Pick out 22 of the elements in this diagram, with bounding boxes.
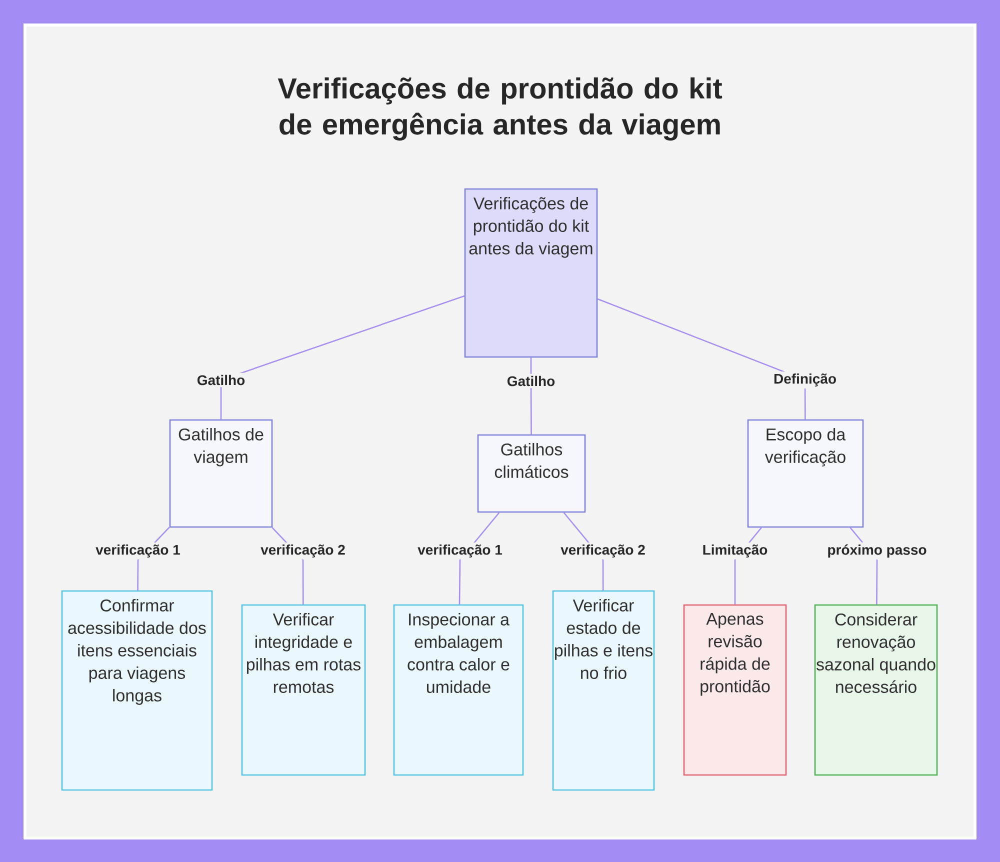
process-box: Gatilhos climáticos (477, 434, 586, 513)
connector-line (597, 298, 806, 420)
edge-label: Gatilho (504, 374, 558, 388)
process-box: Verificar estado de pilhas e itens no frio (552, 590, 655, 791)
process-box: Confirmar acessibilidade dos itens essenciais para viagens longas (61, 590, 213, 791)
process-box: Apenas revisão rápida de prontidão (683, 604, 787, 776)
edge-label: próximo passo (825, 542, 929, 560)
edge-label: Gatilho (194, 372, 248, 388)
process-box: Verificações de prontidão do kit antes da viagem (464, 188, 598, 358)
edge-label: verificação 2 (558, 542, 648, 560)
edge-label: Limitação (700, 542, 770, 560)
edge-label: verificação 1 (416, 542, 504, 560)
edge-label: Definição (772, 371, 839, 389)
process-box: Escopo da verificação (747, 419, 864, 528)
process-box: Gatilhos de viagem (169, 419, 273, 528)
process-box: Verificar integridade e pilhas em rotas remotas (241, 604, 366, 776)
title: Verificações de prontidão do kit de emergência antes da viagem (278, 77, 722, 141)
connector-line (220, 295, 465, 420)
edge-label: verificação 1 (94, 542, 182, 560)
edge-label: verificação 2 (258, 542, 348, 560)
process-box: Considerar renovação sazonal quando necessário (814, 604, 938, 776)
process-box: Inspecionar a embalagem contra calor e umidade (393, 604, 524, 776)
